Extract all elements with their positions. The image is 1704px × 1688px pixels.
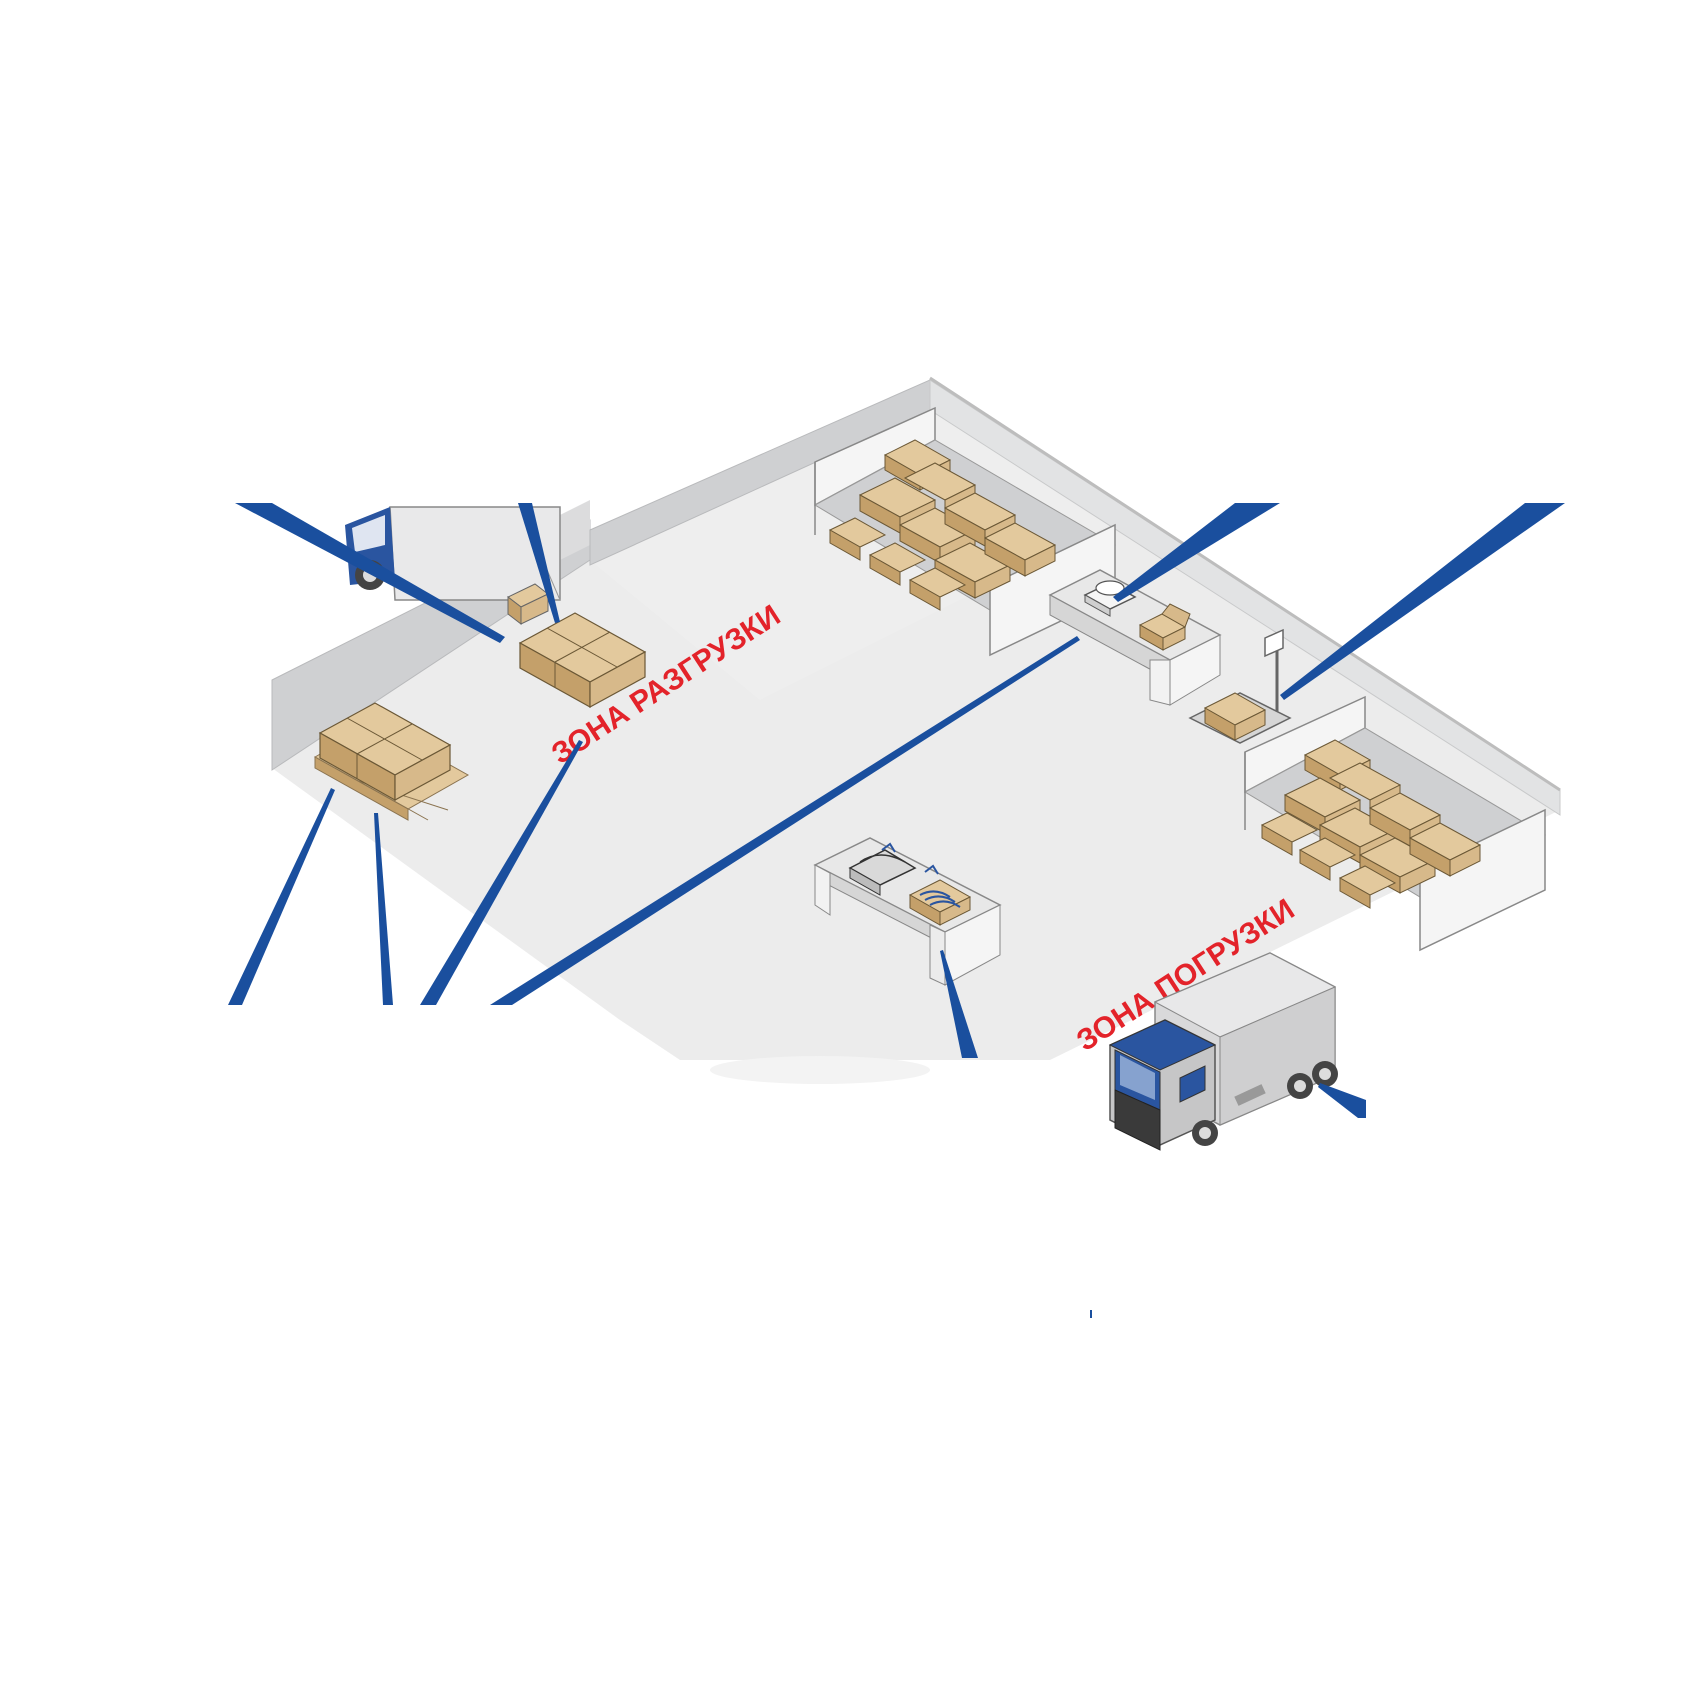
- truck-icon: [1108, 952, 1338, 1151]
- callout-unloading: [420, 740, 583, 1005]
- callout-floor-scale: [1280, 503, 1565, 700]
- rack-top-boxes: [828, 439, 1057, 611]
- callout-door: [518, 503, 560, 623]
- callout-scale: [1113, 503, 1280, 602]
- floor-shadow: [710, 1056, 930, 1084]
- pallet-boxes: [318, 702, 452, 802]
- callout-truck: [1318, 1083, 1366, 1118]
- callout-pallet-right: [374, 813, 393, 1005]
- callout-labeling-table: [940, 950, 978, 1058]
- open-box-icon: [1138, 603, 1191, 651]
- scale-icon: [1083, 580, 1137, 617]
- unloading-boxes: [518, 612, 647, 709]
- callout-pallet-left: [228, 788, 335, 1005]
- callout-van: [235, 503, 505, 643]
- callout-lines: [228, 503, 1565, 1118]
- rack-bottom-boxes: [1260, 739, 1482, 909]
- scanner-box-icon: [908, 864, 972, 926]
- floor-scale-icon: [1188, 628, 1292, 744]
- label-printer-icon: [848, 842, 917, 896]
- callout-floor: [490, 636, 1080, 1005]
- delivery-van-icon: [345, 506, 561, 601]
